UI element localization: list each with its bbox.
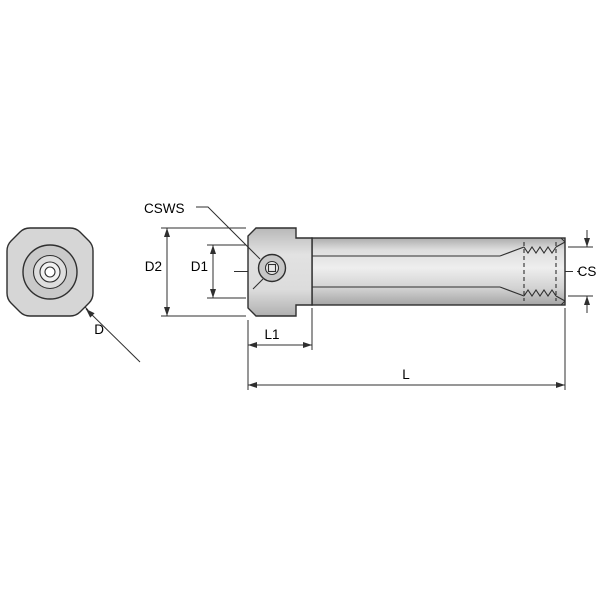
label-cs: CS (578, 264, 597, 279)
end-view-circle-center (44, 266, 56, 278)
serration-top (523, 246, 557, 254)
serration-bottom (523, 289, 557, 297)
shank-bore (312, 237, 566, 306)
callout-csws: CSWS (144, 201, 261, 260)
label-l: L (402, 367, 410, 382)
label-l1: L1 (264, 327, 279, 342)
dimension-d: D (85, 308, 141, 363)
label-d2: D2 (145, 259, 162, 274)
dimension-cs: CS (568, 230, 596, 313)
end-view: D (6, 227, 141, 363)
dimension-d1: D1 (191, 244, 246, 299)
dimension-l: L (248, 308, 566, 390)
label-d1: D1 (191, 259, 208, 274)
clamp-screw (252, 253, 287, 290)
shank-body (311, 237, 566, 306)
side-view: CSWS D2 D1 CS (144, 201, 596, 390)
dimension-d2: D2 (145, 227, 246, 317)
label-csws: CSWS (144, 201, 185, 216)
label-d: D (94, 322, 104, 337)
dimension-l1: L1 (247, 308, 313, 390)
